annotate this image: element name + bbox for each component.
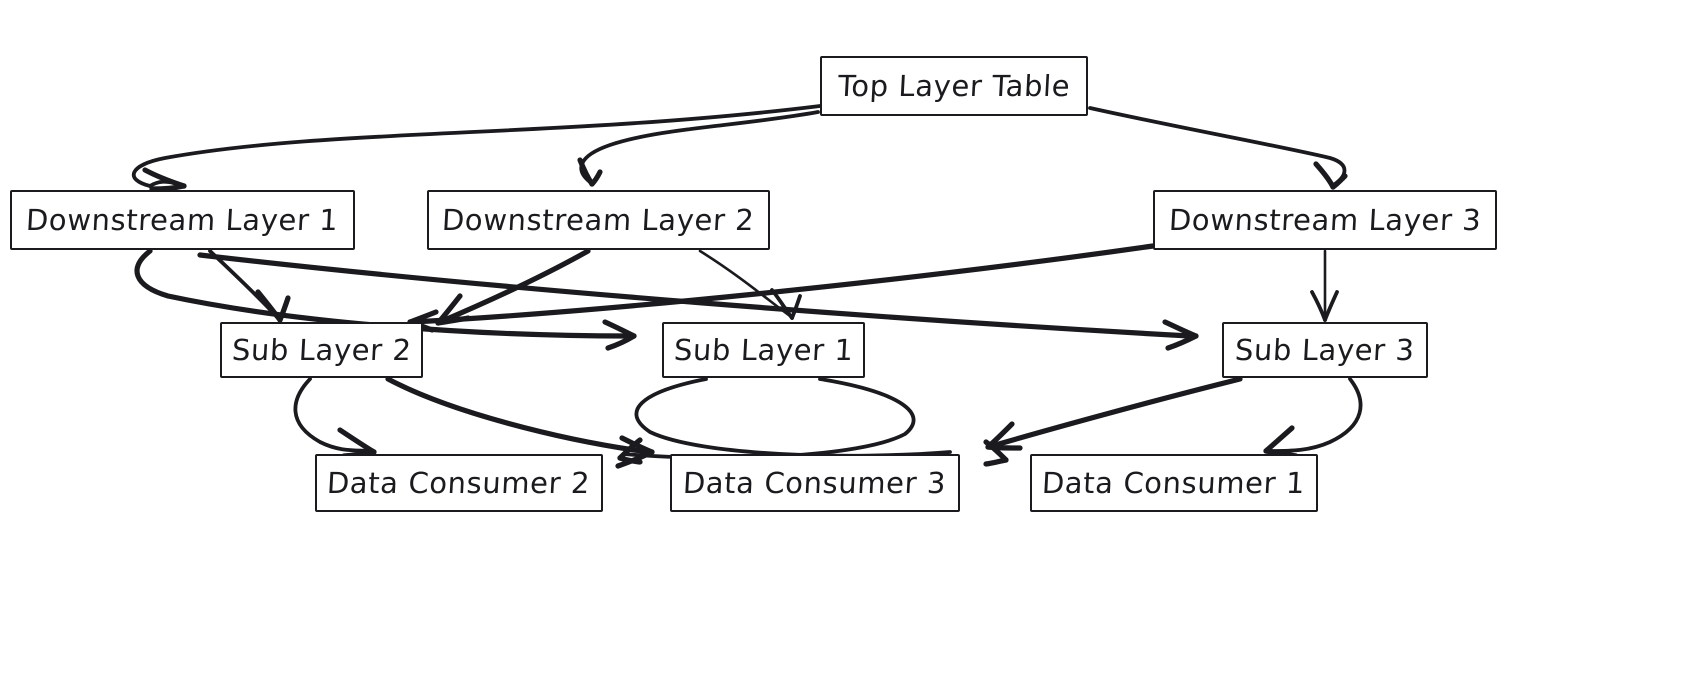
node-label-downstream-layer-3: Downstream Layer 3 xyxy=(1167,202,1483,237)
edge-downstream-1-to-sub-1 xyxy=(134,248,637,351)
node-data-consumer-2[interactable]: Data Consumer 2 xyxy=(315,454,603,512)
node-label-top-layer-table: Top Layer Table xyxy=(837,68,1072,103)
node-data-consumer-1[interactable]: Data Consumer 1 xyxy=(1030,454,1318,512)
node-label-sub-layer-3: Sub Layer 3 xyxy=(1234,332,1416,367)
node-label-data-consumer-2: Data Consumer 2 xyxy=(326,465,592,500)
node-sub-layer-3[interactable]: Sub Layer 3 xyxy=(1222,322,1428,378)
node-downstream-layer-1[interactable]: Downstream Layer 1 xyxy=(10,190,355,250)
node-label-data-consumer-1: Data Consumer 1 xyxy=(1041,465,1307,500)
node-data-consumer-3[interactable]: Data Consumer 3 xyxy=(670,454,960,512)
edge-sub-3-to-consumer-1 xyxy=(1263,377,1363,459)
node-top-layer-table[interactable]: Top Layer Table xyxy=(820,56,1088,116)
node-downstream-layer-3[interactable]: Downstream Layer 3 xyxy=(1153,190,1497,250)
node-sub-layer-2[interactable]: Sub Layer 2 xyxy=(220,322,423,378)
edge-sub-1-to-consumer-2 xyxy=(617,377,952,465)
node-label-sub-layer-1: Sub Layer 1 xyxy=(672,332,855,367)
edge-sub-3-to-consumer-3 xyxy=(985,376,1243,451)
edge-top-to-downstream-2 xyxy=(577,110,820,187)
node-label-data-consumer-3: Data Consumer 3 xyxy=(682,465,948,500)
edge-top-to-downstream-1 xyxy=(131,104,822,192)
node-label-downstream-layer-2: Downstream Layer 2 xyxy=(441,202,756,237)
node-label-downstream-layer-1: Downstream Layer 1 xyxy=(25,202,340,237)
edge-downstream-3-to-sub-3 xyxy=(1310,249,1339,322)
edge-sub-2-to-consumer-2 xyxy=(293,377,377,459)
edge-sub-2-to-consumer-3 xyxy=(385,376,655,469)
node-sub-layer-1[interactable]: Sub Layer 1 xyxy=(662,322,865,378)
node-downstream-layer-2[interactable]: Downstream Layer 2 xyxy=(427,190,770,250)
edge-top-to-downstream-3 xyxy=(1088,106,1348,190)
node-label-sub-layer-2: Sub Layer 2 xyxy=(230,332,413,367)
edge-crossing-to-sub-3 xyxy=(197,252,1199,351)
